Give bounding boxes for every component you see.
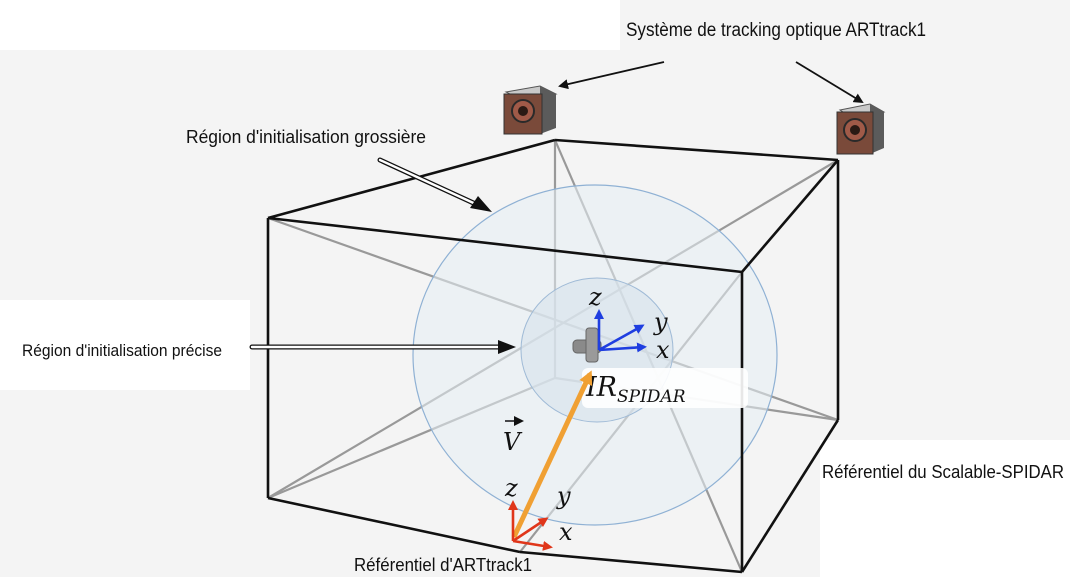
- spidar-z-label: z: [588, 283, 602, 311]
- art-y-label: y: [556, 482, 571, 510]
- spidar-frame-axes: [594, 309, 647, 353]
- art-z-label: z: [504, 474, 518, 502]
- translation-vector: [511, 370, 593, 539]
- arttrack-frame-label: Référentiel d'ARTtrack1: [354, 555, 532, 575]
- coarse-region-pointer: [377, 157, 492, 212]
- coarse-region-label: Région d'initialisation grossière: [186, 127, 426, 147]
- art-y-axis: [512, 517, 549, 543]
- scalable-spidar-frame-label: Référentiel du Scalable-SPIDAR: [822, 462, 1064, 482]
- spidar-frame-label: IRSPIDAR: [585, 372, 686, 407]
- spidar-y-label: y: [653, 308, 668, 336]
- spidar-frame-label-plate: [582, 368, 748, 408]
- tracking-pointer-right: [795, 61, 864, 104]
- tracking-pointer-left: [558, 61, 665, 90]
- spidar-x-axis: [598, 342, 647, 353]
- spidar-x-label: x: [656, 336, 670, 364]
- end-effector-stem: [585, 327, 599, 363]
- tracking-system-label: Système de tracking optique ARTtrack1: [626, 20, 926, 41]
- art-frame-axes: [508, 500, 553, 551]
- camera-left-icon: [503, 85, 558, 135]
- art-x-label: x: [559, 518, 573, 546]
- left-label-blank: [0, 300, 250, 390]
- vector-label: V: [503, 428, 523, 456]
- right-label-blank: [820, 440, 1070, 577]
- precise-region-label: Région d'initialisation précise: [22, 341, 222, 360]
- workspace-front-edges: [266, 138, 840, 574]
- camera-right-icon: [836, 103, 886, 155]
- art-x-axis: [512, 539, 553, 551]
- spidar-y-axis: [598, 324, 645, 352]
- top-left-blank: [0, 0, 620, 50]
- precise-region-pointer: [249, 340, 516, 354]
